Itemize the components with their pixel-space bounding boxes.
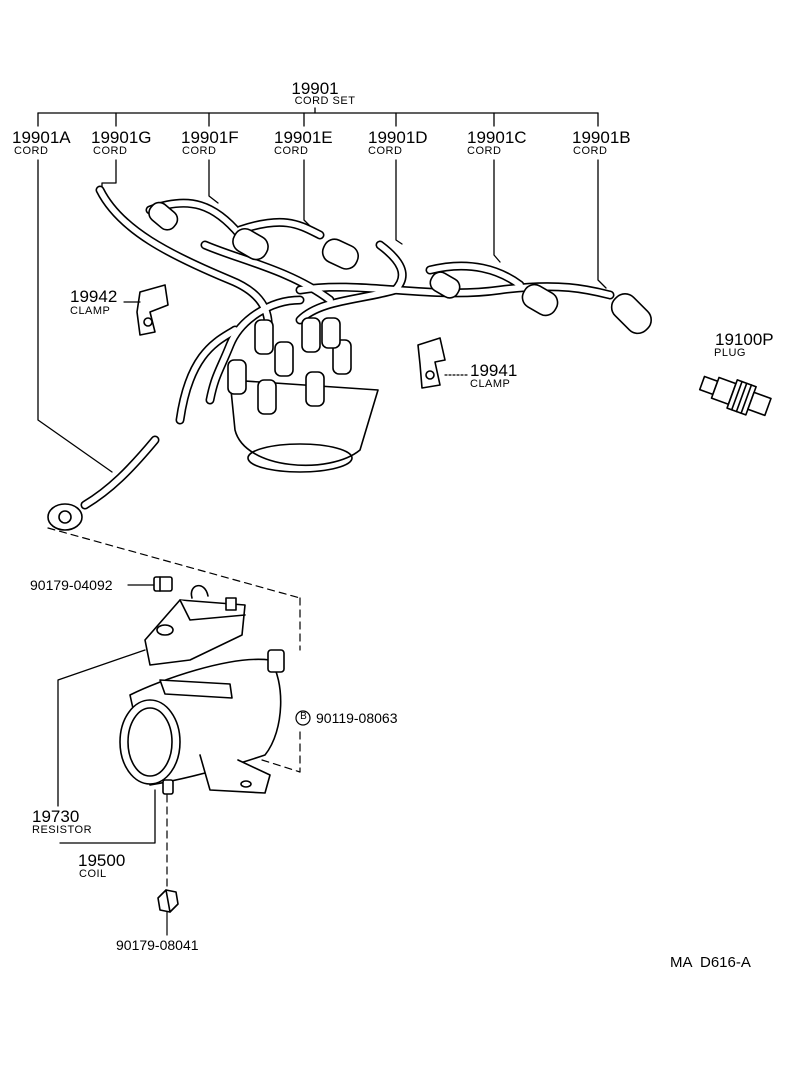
- clamp-19942-number: 19942: [70, 287, 118, 306]
- cord-g-number: 19901G: [91, 128, 152, 147]
- cord-d-desc: CORD: [368, 145, 403, 157]
- cord-g-desc: CORD: [93, 145, 128, 157]
- clamp-19941-desc: CLAMP: [470, 378, 511, 390]
- top-nut-drawing: [153, 576, 173, 592]
- cord-a-desc: CORD: [14, 145, 49, 157]
- coil-wire-end: [47, 503, 83, 531]
- top-nut-number: 90179-04092: [30, 577, 113, 593]
- resistor-desc: RESISTOR: [32, 824, 93, 836]
- bottom-nut-number: 90179-08041: [116, 937, 199, 953]
- bolt-number: 90119-08063: [316, 710, 398, 726]
- cord-set-number: 19901: [291, 79, 339, 98]
- alignment-lines: [47, 527, 301, 891]
- cord-e-number: 19901E: [274, 128, 333, 147]
- distributor-cap: [227, 317, 379, 473]
- cord-d-number: 19901D: [368, 128, 428, 147]
- bolt-marker-icon: [295, 710, 311, 726]
- spark-plug-drawing: [698, 375, 772, 417]
- plug-desc: PLUG: [714, 347, 746, 359]
- clamp-19942-desc: CLAMP: [70, 305, 111, 317]
- cord-set-desc: CORD SET: [294, 95, 356, 107]
- cord-boots: [148, 201, 652, 335]
- cord-f-desc: CORD: [182, 145, 217, 157]
- cord-e-desc: CORD: [274, 145, 309, 157]
- lower-leaders: [57, 649, 156, 844]
- cord-a-number: 19901A: [12, 128, 71, 147]
- bottom-nut-drawing: [157, 889, 179, 913]
- cord-b-desc: CORD: [573, 145, 608, 157]
- diagram-code: MA D616-A: [670, 954, 751, 971]
- resistor-drawing: [144, 584, 246, 666]
- resistor-number: 19730: [32, 807, 80, 826]
- bolt-marker-letter: B: [300, 711, 307, 722]
- cord-c-number: 19901C: [467, 128, 527, 147]
- clamp-19941-number: 19941: [470, 361, 518, 380]
- coil-desc: COIL: [79, 868, 107, 880]
- cord-f-number: 19901F: [181, 128, 239, 147]
- coil-drawing: [119, 649, 285, 795]
- wire-harness: [80, 185, 615, 510]
- cord-b-number: 19901B: [572, 128, 631, 147]
- clamp-19941-drawing: [417, 337, 446, 389]
- coil-number: 19500: [78, 851, 126, 870]
- cord-c-desc: CORD: [467, 145, 502, 157]
- plug-number: 19100P: [715, 330, 774, 349]
- clamp-19942-drawing: [136, 284, 169, 336]
- cord-set-bracket: [37, 107, 599, 127]
